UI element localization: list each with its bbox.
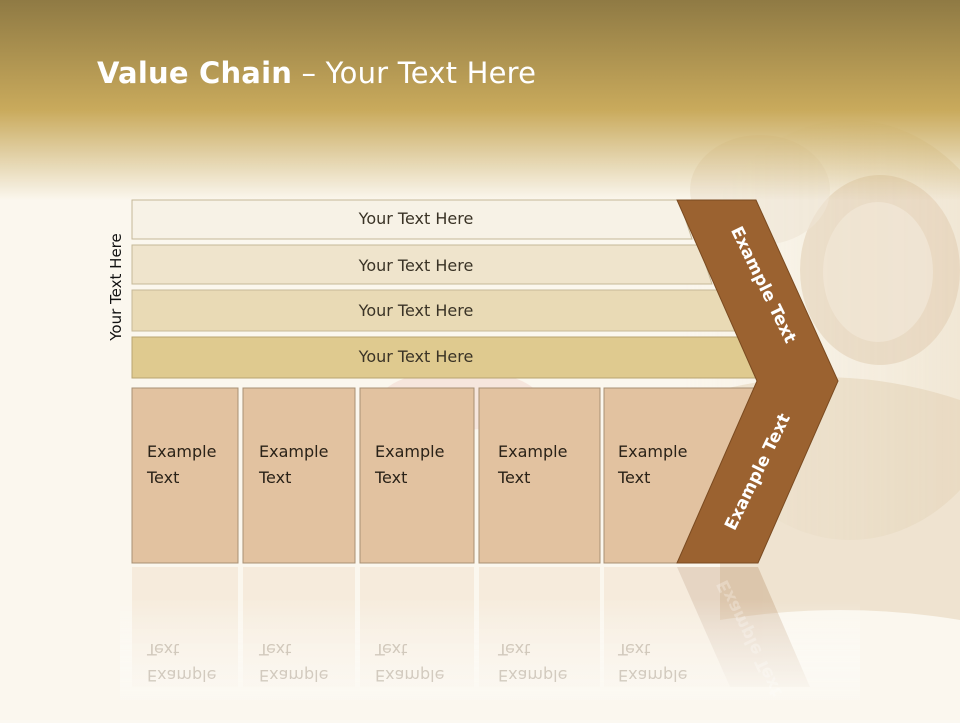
cell-5-reflection-line2: Text xyxy=(618,640,651,659)
band-2 xyxy=(131,244,713,285)
band-4-text: Your Text Here xyxy=(358,347,474,366)
cell-1-line2: Text xyxy=(147,468,180,487)
band-2-text: Your Text Here xyxy=(358,256,474,275)
cell-4-line1: Example xyxy=(498,442,568,461)
cell-3-line2: Text xyxy=(375,468,408,487)
cell-1-line1: Example xyxy=(147,442,217,461)
cell-3-reflection-line1: Example xyxy=(375,666,445,685)
cell-3-line1: Example xyxy=(375,442,445,461)
band-3-text: Your Text Here xyxy=(358,301,474,320)
cell-1 xyxy=(131,387,239,564)
cell-4-reflection-line2: Text xyxy=(498,640,531,659)
cell-2-line2: Text xyxy=(259,468,292,487)
cell-3-reflection: Example Text xyxy=(375,636,444,688)
cell-4-line2: Text xyxy=(498,468,531,487)
slide-title: Value Chain – Your Text Here xyxy=(97,56,536,90)
chevron-arrow xyxy=(676,199,839,564)
cell-2-reflection-line1: Example xyxy=(259,666,329,685)
band-1 xyxy=(131,199,693,240)
cell-5-reflection: Example Text xyxy=(618,636,687,688)
cell-2-reflection: Example Text xyxy=(259,636,328,688)
band-1-text: Your Text Here xyxy=(358,209,474,228)
cell-1-reflection-line1: Example xyxy=(147,666,217,685)
cell-4-reflection: Example Text xyxy=(498,636,567,688)
cell-4-reflection-line1: Example xyxy=(498,666,568,685)
cell-4 xyxy=(478,387,601,564)
header-band xyxy=(0,0,960,200)
cell-1-reflection-line2: Text xyxy=(147,640,180,659)
cell-2-line1: Example xyxy=(259,442,329,461)
cell-3-reflection-line2: Text xyxy=(375,640,408,659)
title-rest: – Your Text Here xyxy=(292,56,537,90)
cell-5-line1: Example xyxy=(618,442,688,461)
cell-2-reflection-line2: Text xyxy=(259,640,292,659)
title-bold: Value Chain xyxy=(97,56,293,90)
cell-5-line2: Text xyxy=(618,468,651,487)
cell-3 xyxy=(359,387,475,564)
cell-1-reflection: Example Text xyxy=(147,636,216,688)
cell-2 xyxy=(242,387,356,564)
cell-5-reflection-line1: Example xyxy=(618,666,688,685)
